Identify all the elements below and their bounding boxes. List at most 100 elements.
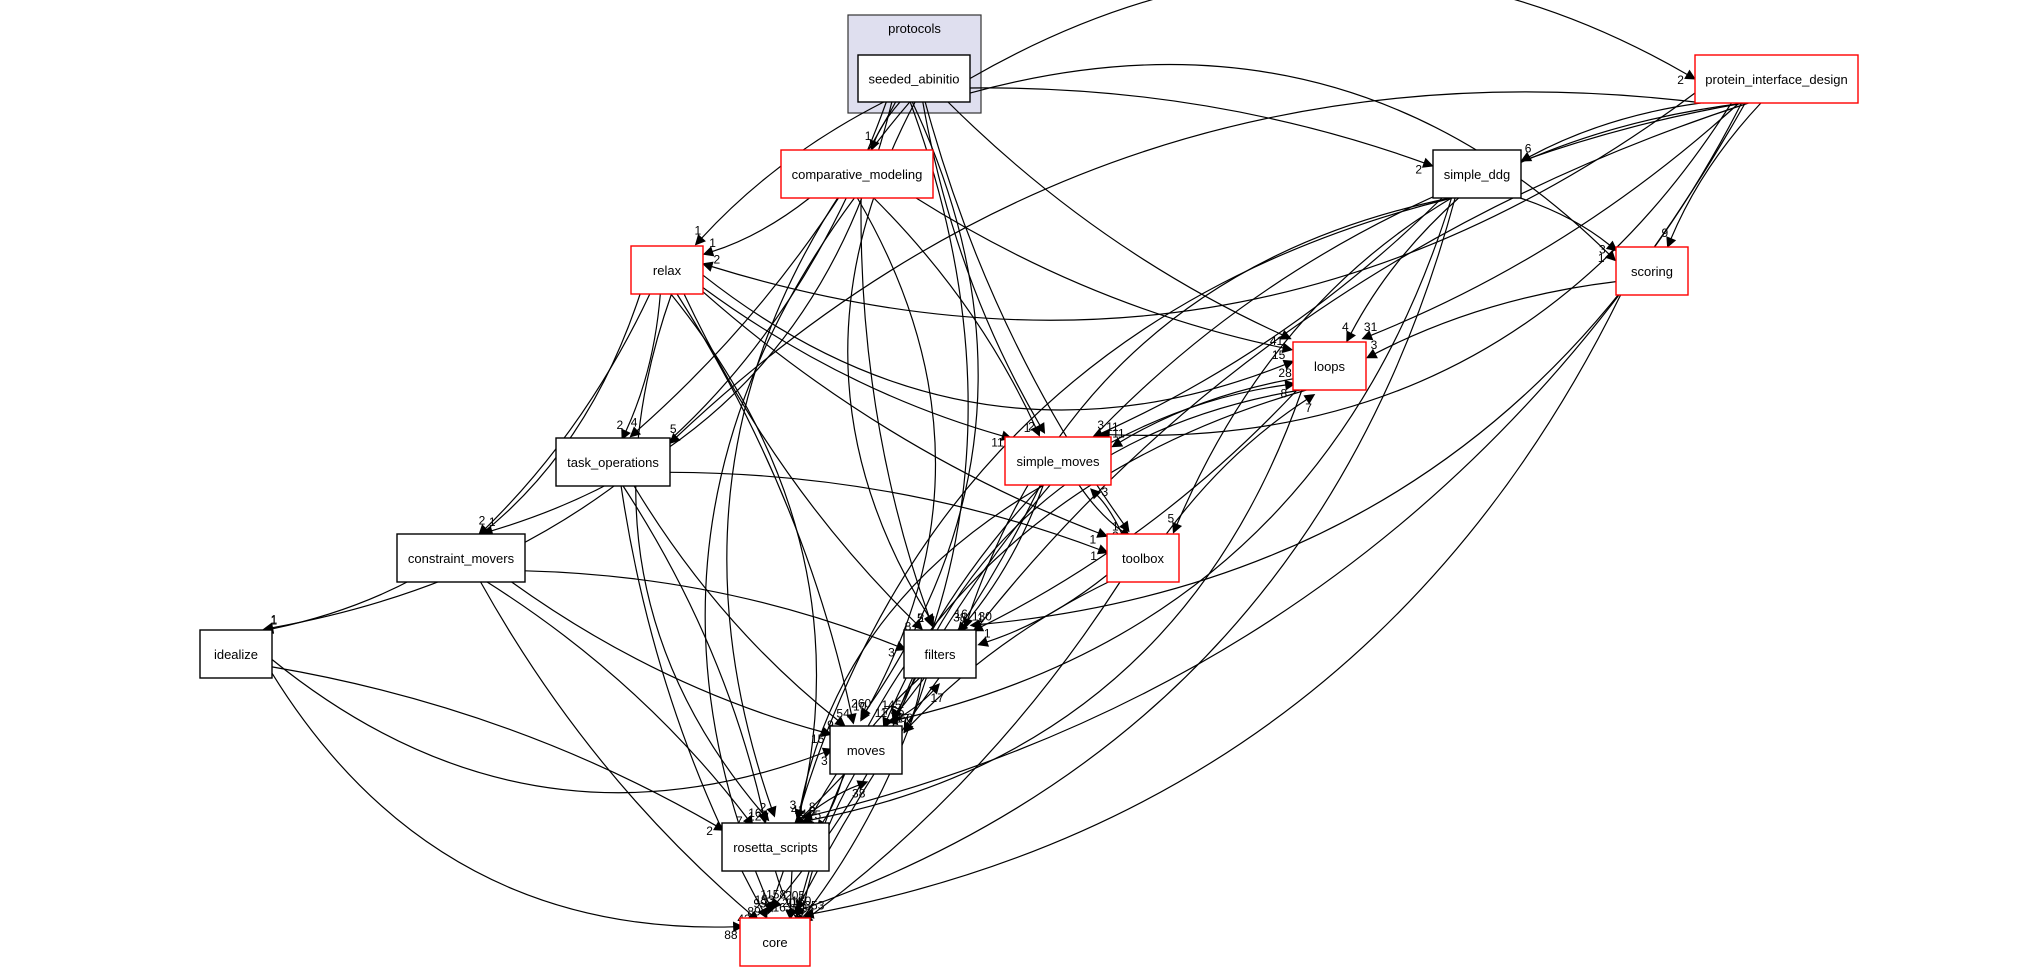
node-relax[interactable]: relax [630,245,704,295]
edge-count-label[interactable]: 41 [791,803,805,817]
edge-count-label[interactable]: 15 [1272,348,1286,362]
edge-count-label[interactable]: 3 [821,754,828,768]
edge-simple_moves-to-moves[interactable] [886,484,1043,720]
node-label[interactable]: rosetta_scripts [733,840,818,855]
node-box[interactable] [1292,341,1367,391]
edge-count-label[interactable]: 209 [782,896,802,910]
node-core[interactable]: core [739,917,811,967]
node-label[interactable]: simple_ddg [1444,167,1511,182]
edge-count-label[interactable]: 5 [1167,512,1174,526]
edge-task_operations-to-moves[interactable] [633,485,839,721]
edge-count-label[interactable]: 4 [631,416,638,430]
node-label[interactable]: protein_interface_design [1705,72,1847,87]
edge-toolbox-to-simple_moves[interactable] [1096,494,1123,535]
edge-count-label[interactable]: 3 [1599,242,1606,256]
edge-count-label[interactable]: 1 [1598,251,1605,265]
edge-constraint_movers-to-rosetta_scripts[interactable] [486,581,748,819]
edge-loops-to-filters[interactable] [981,389,1298,628]
edge-rosetta_scripts-to-moves[interactable] [797,784,859,824]
edge-seeded_abinitio-to-simple_ddg[interactable] [969,87,1425,164]
edge-count-label[interactable]: 16 [954,607,968,621]
node-label[interactable]: simple_moves [1016,454,1100,469]
node-scoring[interactable]: scoring [1615,246,1689,296]
edge-protein_interface_design-to-simple_moves[interactable] [1109,102,1732,436]
edge-comparative_modeling-to-simple_moves[interactable] [873,197,1037,428]
edge-count-label[interactable]: 3 [1371,338,1378,352]
edge-count-label[interactable]: 15 [811,732,825,746]
edge-idealize-to-core[interactable] [271,672,734,928]
edge-relax-to-filters[interactable] [683,293,917,624]
edge-count-label[interactable]: 3 [888,646,895,660]
node-simple_ddg[interactable]: simple_ddg [1432,149,1522,199]
edge-count-label[interactable]: 4 [1342,320,1349,334]
node-box[interactable] [1432,149,1522,199]
node-simple_moves[interactable]: simple_moves [1004,436,1112,486]
node-idealize[interactable]: idealize [199,629,273,679]
node-label[interactable]: seeded_abinitio [868,72,959,87]
edge-constraint_movers-to-filters[interactable] [524,570,898,647]
node-box[interactable] [721,822,830,872]
edge-filters-to-moves[interactable] [907,677,923,725]
edge-count-label[interactable]: 38 [953,611,967,625]
edge-count-label[interactable]: 2 [918,611,925,625]
edge-count-label[interactable]: 54 [836,706,850,720]
edge-count-label[interactable]: 11 [875,706,888,720]
edge-simple_ddg-to-rosetta_scripts[interactable] [799,197,1453,811]
edge-count-label[interactable]: 1 [1090,549,1097,563]
node-seeded_abinitio[interactable]: seeded_abinitio [857,54,971,103]
edge-count-label[interactable]: 28 [1278,366,1292,380]
node-label[interactable]: comparative_modeling [792,167,923,182]
edge-count-label[interactable]: 8 [905,620,912,634]
edge-moves-to-filters[interactable] [884,690,934,727]
node-comparative_modeling[interactable]: comparative_modeling [780,149,934,199]
edge-simple_ddg-to-core[interactable] [800,197,1456,911]
node-label[interactable]: filters [924,647,956,662]
edge-idealize-to-moves[interactable] [271,659,825,794]
edge-loops-to-core[interactable] [798,389,1307,909]
edge-relax-to-moves[interactable] [676,293,853,715]
edge-constraint_movers-to-moves[interactable] [511,581,823,733]
edge-simple_ddg-to-loops[interactable] [1350,197,1460,334]
node-box[interactable] [199,629,273,679]
node-box[interactable] [1694,54,1859,104]
edge-constraint_movers-to-core[interactable] [480,581,752,916]
edge-count-label[interactable]: 1 [271,612,278,626]
edge-count-label[interactable]: 1 [695,223,702,237]
node-label[interactable]: toolbox [1122,551,1164,566]
node-box[interactable] [780,149,934,199]
node-label[interactable]: moves [847,743,886,758]
edge-task_operations-to-toolbox[interactable] [669,471,1100,551]
node-loops[interactable]: loops [1292,341,1367,391]
node-label[interactable]: relax [653,263,682,278]
node-label[interactable]: core [762,935,787,950]
edge-protein_interface_design-to-scoring[interactable] [1670,102,1762,239]
edge-loops-to-rosetta_scripts[interactable] [810,389,1303,821]
edge-count-label[interactable]: 11 [1106,420,1119,434]
edge-seeded_abinitio-to-protein_interface_design[interactable] [969,0,1688,80]
edge-count-label[interactable]: 1 [709,236,716,250]
edge-scoring-to-core[interactable] [812,294,1622,915]
node-label[interactable]: task_operations [567,455,659,470]
edge-count-label[interactable]: 17 [931,691,945,705]
edge-simple_ddg-to-scoring[interactable] [1520,197,1611,246]
edge-count-label[interactable]: 1 [1090,532,1097,546]
edge-count-label[interactable]: 8 [1280,386,1287,400]
edge-toolbox-to-moves[interactable] [909,581,1109,727]
edge-count-label[interactable]: 2 [1415,162,1422,176]
edge-count-label[interactable]: 4 [800,807,807,821]
edge-relax-to-idealize[interactable] [272,293,641,630]
edge-comparative_modeling-to-relax[interactable] [712,197,810,253]
node-box[interactable] [857,54,971,103]
edge-seeded_abinitio-to-loops[interactable] [947,101,1283,336]
edge-count-label[interactable]: 2 [760,801,767,815]
edge-count-label[interactable]: 17 [896,711,910,725]
edge-protein_interface_design-to-relax[interactable] [711,92,1696,321]
edge-count-label[interactable]: 2 [706,824,713,838]
node-label[interactable]: scoring [1631,264,1673,279]
edge-count-label[interactable]: 3 [790,798,797,812]
edge-count-label[interactable]: 2 [1677,73,1684,87]
edge-count-label[interactable]: 2 [713,253,720,267]
edge-protein_interface_design-to-task_operations[interactable] [676,91,1704,438]
edge-relax-to-task_operations[interactable] [625,293,661,432]
edge-count-label[interactable]: 6 [1525,141,1532,155]
